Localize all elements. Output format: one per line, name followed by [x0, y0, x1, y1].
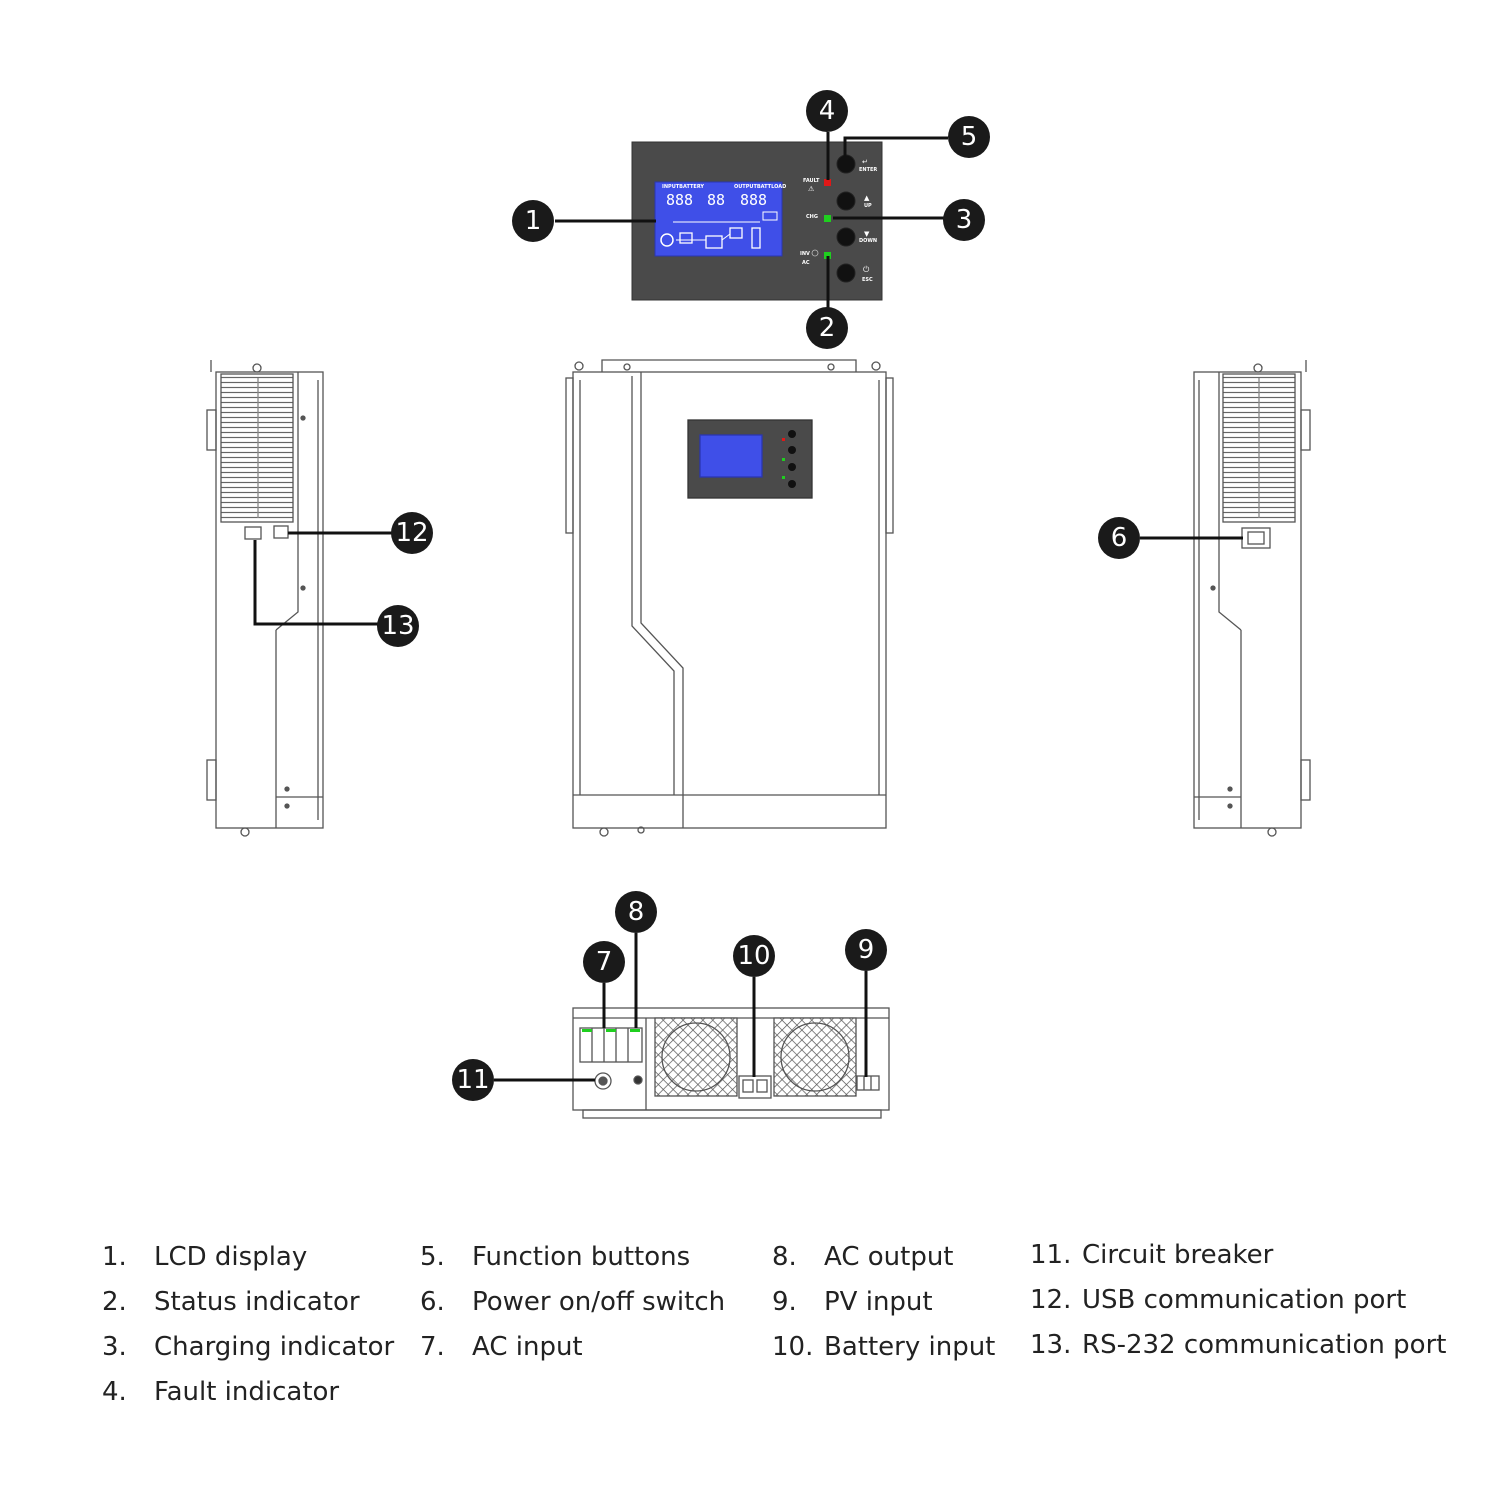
load-icon	[762, 211, 778, 221]
power-switch	[1241, 527, 1271, 549]
fan-right	[773, 1017, 857, 1097]
legend-column-1: 1.LCD display 2.Status indicator 3.Charg…	[102, 1234, 394, 1414]
legend-item: 13.RS-232 communication port	[1030, 1329, 1447, 1360]
lcd-digits-left: 888	[666, 191, 693, 209]
battery-icon	[751, 227, 761, 249]
lcd-digits-right: 888	[740, 191, 767, 209]
ac-label: AC	[802, 260, 810, 266]
front-lcd	[699, 434, 763, 478]
callout-9: 9	[845, 929, 887, 971]
inverter-icon	[705, 235, 723, 249]
fault-label: FAULT	[803, 178, 820, 184]
callout-4: 4	[806, 90, 848, 132]
solar-panel-icon	[679, 232, 693, 244]
right-side-view	[1193, 360, 1311, 837]
down-label: DOWN	[859, 238, 877, 244]
svg-text:9: 9	[858, 935, 875, 965]
callout-13: 13	[377, 605, 419, 647]
leader-lines	[253, 132, 1243, 1082]
power-icon: ⏻	[863, 265, 870, 274]
callout-7: 7	[583, 941, 625, 983]
callout-2: 2	[806, 307, 848, 349]
callout-12: 12	[391, 512, 433, 554]
legend-item: 3.Charging indicator	[102, 1331, 395, 1362]
legend-column-2: 5.Function buttons 6.Power on/off switch…	[420, 1234, 725, 1369]
svg-text:5: 5	[961, 122, 978, 152]
control-panel-zoom: INPUTBATTERY OUTPUTBATTLOAD 888 88 888 F…	[631, 141, 883, 301]
svg-text:10: 10	[737, 941, 770, 971]
legend-item: 5.Function buttons	[420, 1241, 691, 1272]
left-side-view	[206, 360, 324, 837]
lcd-output-text: OUTPUTBATTLOAD	[734, 184, 786, 190]
lcd-digits-mid: 88	[707, 191, 725, 209]
svg-text:12: 12	[395, 518, 428, 548]
callout-10: 10	[733, 935, 775, 977]
legend-item: 6.Power on/off switch	[420, 1286, 726, 1317]
legend-item: 2.Status indicator	[102, 1286, 360, 1317]
legend-item: 10.Battery input	[772, 1331, 996, 1362]
callout-6: 6	[1098, 517, 1140, 559]
legend-item: 4.Fault indicator	[102, 1376, 340, 1407]
front-view	[565, 359, 894, 837]
inv-label: INV	[800, 251, 810, 257]
esc-button[interactable]	[836, 263, 856, 283]
legend-item: 12.USB communication port	[1030, 1284, 1407, 1315]
ac-terminal-block	[579, 1027, 643, 1063]
callout-11: 11	[452, 1059, 494, 1101]
callout-8: 8	[615, 891, 657, 933]
battery-terminal	[738, 1075, 772, 1099]
enter-icon: ↵	[862, 158, 868, 166]
charging-led	[824, 215, 831, 222]
lcd-input-battery-text: INPUTBATTERY	[662, 184, 704, 190]
svg-text:7: 7	[596, 947, 613, 977]
usb-port	[273, 525, 289, 539]
up-label: UP	[864, 203, 872, 209]
pv-terminal	[856, 1075, 880, 1091]
svg-text:1: 1	[525, 206, 542, 236]
svg-text:11: 11	[456, 1065, 489, 1095]
fault-led	[824, 179, 831, 186]
fan-left	[654, 1017, 738, 1097]
up-button[interactable]	[836, 191, 856, 211]
callout-1: 1	[512, 200, 554, 242]
enter-button[interactable]	[836, 154, 856, 174]
svg-text:8: 8	[628, 897, 645, 927]
esc-label: ESC	[862, 277, 873, 283]
enter-label: ENTER	[859, 167, 877, 173]
rs232-port	[244, 526, 262, 540]
legend-item: 1.LCD display	[102, 1241, 308, 1272]
legend-item: 8.AC output	[772, 1241, 954, 1272]
legend-column-3: 8.AC output 9.PV input 10.Battery input	[772, 1234, 995, 1369]
down-button[interactable]	[836, 227, 856, 247]
svg-text:3: 3	[956, 205, 973, 235]
up-arrow-icon: ▲	[864, 194, 870, 202]
svg-text:2: 2	[819, 313, 836, 343]
callouts: 1 2 3 4 5 6 7 8	[377, 90, 1140, 1101]
ac-grid-icon	[660, 233, 674, 247]
legend-item: 9.PV input	[772, 1286, 933, 1317]
lcd-display: INPUTBATTERY OUTPUTBATTLOAD 888 88 888	[654, 181, 786, 257]
legend-item: 11.Circuit breaker	[1030, 1239, 1274, 1270]
callout-3: 3	[943, 199, 985, 241]
callout-5: 5	[948, 116, 990, 158]
svg-text:13: 13	[381, 611, 414, 641]
status-led	[824, 252, 831, 259]
svg-text:6: 6	[1111, 523, 1128, 553]
vent-grille	[220, 373, 294, 523]
legend-column-4: 11.Circuit breaker 12.USB communication …	[1030, 1232, 1446, 1367]
chg-label: CHG	[806, 214, 818, 220]
legend-item: 7.AC input	[420, 1331, 583, 1362]
svg-text:4: 4	[819, 96, 836, 126]
dc-ac-icon	[729, 227, 743, 239]
warning-icon: ⚠	[808, 185, 815, 193]
down-arrow-icon: ▼	[864, 230, 870, 238]
bottom-view	[572, 1007, 890, 1119]
